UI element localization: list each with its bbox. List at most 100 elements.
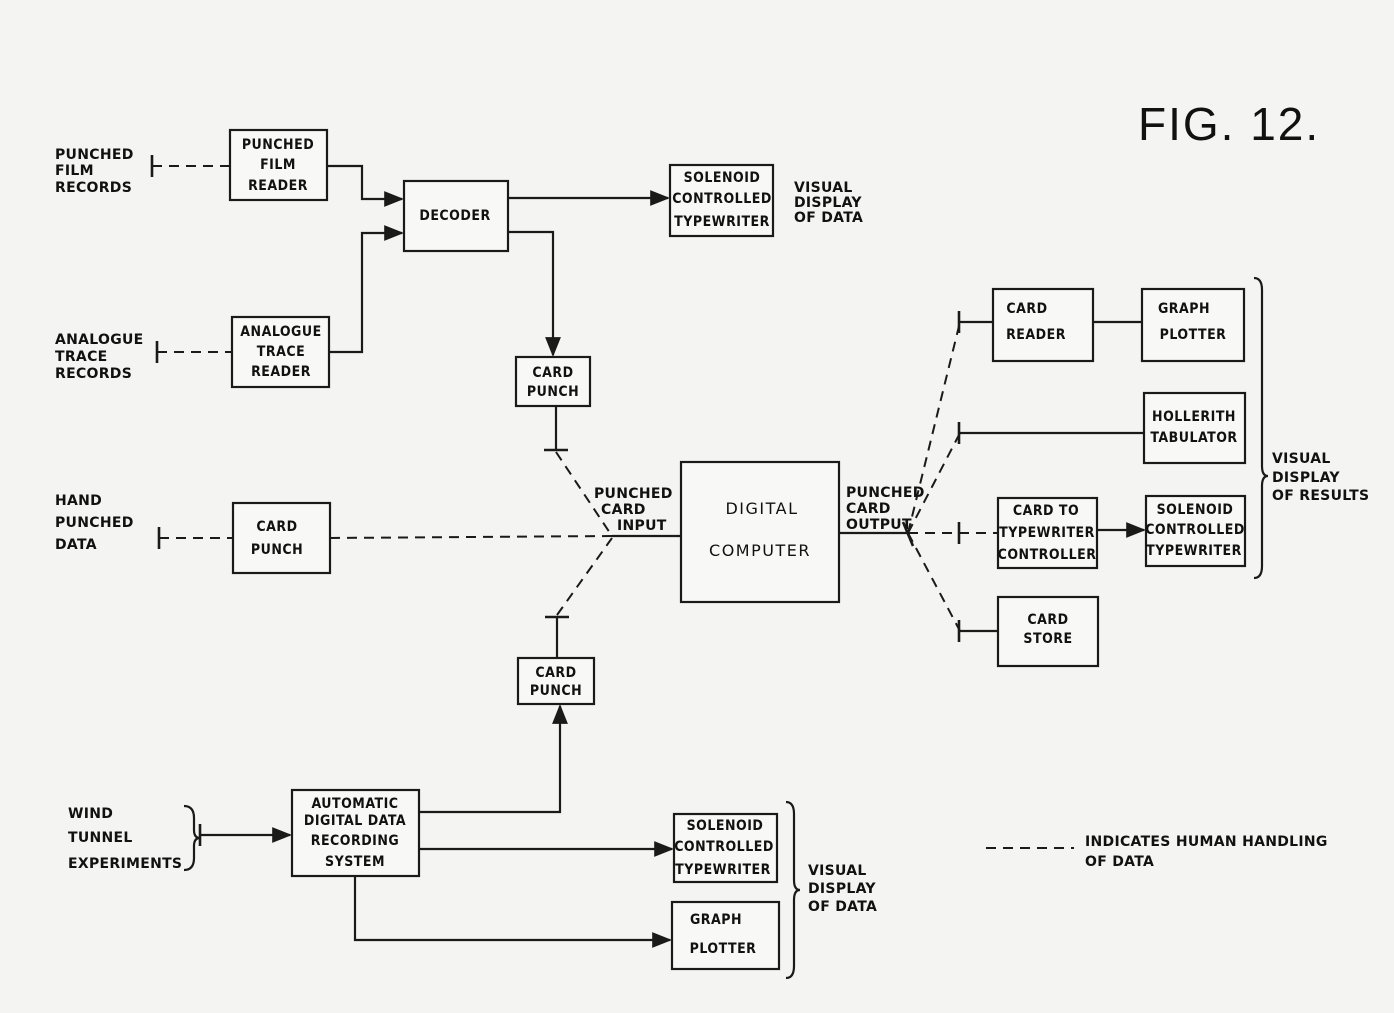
svg-text:PUNCHED: PUNCHED bbox=[242, 137, 314, 153]
svg-text:CONTROLLED: CONTROLLED bbox=[1145, 522, 1245, 538]
svg-text:RECORDS: RECORDS bbox=[55, 366, 132, 382]
solenoid-typewriter-bottom-box: SOLENOID CONTROLLED TYPEWRITER bbox=[672, 812, 779, 884]
visual-display-bottom-brace bbox=[785, 800, 801, 980]
svg-text:DISPLAY: DISPLAY bbox=[794, 195, 862, 211]
card-punch-hand-box: CARD PUNCH bbox=[231, 501, 332, 575]
svg-text:PUNCHED: PUNCHED bbox=[594, 486, 673, 502]
svg-text:SOLENOID: SOLENOID bbox=[1157, 502, 1234, 518]
svg-text:TABULATOR: TABULATOR bbox=[1150, 430, 1237, 446]
dashed-output-to-card-reader bbox=[907, 321, 961, 534]
svg-text:CONTROLLER: CONTROLLER bbox=[998, 547, 1097, 563]
automatic-recording-system-box: AUTOMATIC DIGITAL DATA RECORDING SYSTEM bbox=[290, 788, 421, 878]
visual-display-bottom-label: VISUAL DISPLAY OF DATA bbox=[808, 863, 877, 915]
svg-text:DISPLAY: DISPLAY bbox=[808, 881, 876, 897]
svg-text:GRAPH: GRAPH bbox=[1158, 301, 1210, 317]
svg-text:CARD: CARD bbox=[532, 365, 573, 381]
decoder-to-card-punch bbox=[508, 230, 561, 357]
svg-text:CARD: CARD bbox=[1006, 301, 1047, 317]
digital-computer-box: DIGITAL COMPUTER bbox=[679, 460, 841, 604]
decoder-box: DECODER bbox=[402, 179, 510, 253]
svg-text:CARD: CARD bbox=[535, 665, 576, 681]
solenoid-typewriter-top-box: SOLENOID CONTROLLED TYPEWRITER bbox=[668, 163, 775, 238]
svg-text:AUTOMATIC: AUTOMATIC bbox=[311, 796, 398, 812]
svg-text:PLOTTER: PLOTTER bbox=[690, 941, 757, 957]
solenoid-typewriter-right-box: SOLENOID CONTROLLED TYPEWRITER bbox=[1144, 494, 1247, 568]
svg-text:DIGITAL DATA: DIGITAL DATA bbox=[304, 813, 406, 829]
svg-text:RECORDS: RECORDS bbox=[55, 180, 132, 196]
dashed-hand-punch-to-input bbox=[329, 535, 613, 539]
svg-text:FILM: FILM bbox=[55, 163, 94, 179]
legend-text-line-1: INDICATES HUMAN HANDLING bbox=[1085, 834, 1328, 850]
svg-text:READER: READER bbox=[1006, 327, 1066, 343]
graph-plotter-right-box: GRAPH PLOTTER bbox=[1140, 287, 1246, 363]
svg-text:SOLENOID: SOLENOID bbox=[684, 170, 761, 186]
svg-text:HOLLERITH: HOLLERITH bbox=[1152, 409, 1236, 425]
punched-film-records-label: PUNCHED FILM RECORDS bbox=[55, 147, 134, 196]
punched-card-input-label: PUNCHED CARD INPUT bbox=[594, 486, 673, 534]
svg-text:DECODER: DECODER bbox=[419, 208, 490, 224]
recording-to-plotter bbox=[353, 876, 672, 948]
punched-film-reader-box: PUNCHED FILM READER bbox=[228, 128, 329, 202]
card-store-box: CARD STORE bbox=[996, 595, 1100, 668]
svg-text:CONTROLLED: CONTROLLED bbox=[674, 839, 774, 855]
svg-text:HAND: HAND bbox=[55, 493, 102, 509]
card-to-typewriter-controller-box: CARD TO TYPEWRITER CONTROLLER bbox=[996, 496, 1099, 570]
dashed-lower-punch-to-input bbox=[556, 537, 613, 616]
svg-text:CARD: CARD bbox=[846, 501, 891, 517]
dashed-output-to-tabulator bbox=[907, 432, 961, 534]
svg-text:PUNCH: PUNCH bbox=[530, 683, 582, 699]
svg-text:OF DATA: OF DATA bbox=[794, 210, 863, 226]
svg-text:OUTPUT: OUTPUT bbox=[846, 517, 912, 533]
svg-text:CARD: CARD bbox=[1027, 612, 1068, 628]
svg-text:TYPEWRITER: TYPEWRITER bbox=[999, 525, 1095, 541]
card-punch-lower-box: CARD PUNCH bbox=[516, 656, 596, 706]
film-reader-to-decoder bbox=[327, 164, 404, 207]
analogue-reader-to-decoder bbox=[329, 225, 404, 354]
svg-text:CONTROLLED: CONTROLLED bbox=[672, 191, 772, 207]
wind-tunnel-experiments-label: WIND TUNNEL EXPERIMENTS bbox=[68, 806, 182, 872]
legend: INDICATES HUMAN HANDLING OF DATA bbox=[986, 834, 1328, 870]
svg-text:VISUAL: VISUAL bbox=[808, 863, 867, 879]
svg-text:ANALOGUE: ANALOGUE bbox=[55, 332, 144, 348]
recording-to-card-punch bbox=[419, 704, 568, 814]
dashed-output-to-card-store bbox=[907, 532, 961, 632]
svg-text:READER: READER bbox=[251, 364, 311, 380]
graph-plotter-bottom-box: GRAPH PLOTTER bbox=[670, 900, 781, 971]
wind-tunnel-brace bbox=[183, 804, 201, 872]
svg-text:VISUAL: VISUAL bbox=[1272, 451, 1331, 467]
svg-text:FILM: FILM bbox=[260, 157, 296, 173]
svg-text:TYPEWRITER: TYPEWRITER bbox=[1146, 543, 1242, 559]
legend-text-line-2: OF DATA bbox=[1085, 854, 1154, 870]
svg-text:DIGITAL: DIGITAL bbox=[725, 499, 798, 518]
svg-text:PUNCH: PUNCH bbox=[251, 542, 303, 558]
svg-text:CARD TO: CARD TO bbox=[1013, 503, 1079, 519]
svg-text:GRAPH: GRAPH bbox=[690, 912, 742, 928]
card-punch-upper-box: CARD PUNCH bbox=[514, 355, 592, 408]
svg-text:TRACE: TRACE bbox=[55, 349, 108, 365]
svg-text:PUNCHED: PUNCHED bbox=[846, 485, 925, 501]
svg-text:DATA: DATA bbox=[55, 537, 97, 553]
svg-text:TRACE: TRACE bbox=[257, 344, 305, 360]
svg-text:TYPEWRITER: TYPEWRITER bbox=[674, 214, 770, 230]
analogue-trace-records-label: ANALOGUE TRACE RECORDS bbox=[55, 332, 144, 382]
svg-text:OF DATA: OF DATA bbox=[808, 899, 877, 915]
svg-text:DISPLAY: DISPLAY bbox=[1272, 470, 1340, 486]
visual-display-results-label: VISUAL DISPLAY OF RESULTS bbox=[1272, 451, 1369, 504]
svg-text:SOLENOID: SOLENOID bbox=[687, 818, 764, 834]
svg-text:PUNCHED: PUNCHED bbox=[55, 147, 134, 163]
svg-text:TUNNEL: TUNNEL bbox=[68, 830, 133, 846]
svg-text:PUNCHED: PUNCHED bbox=[55, 515, 134, 531]
visual-display-results-brace bbox=[1253, 276, 1269, 580]
figure-title: FIG. 12. bbox=[1138, 98, 1320, 150]
svg-text:CARD: CARD bbox=[256, 519, 297, 535]
svg-text:COMPUTER: COMPUTER bbox=[709, 541, 811, 560]
svg-text:EXPERIMENTS: EXPERIMENTS bbox=[68, 856, 182, 872]
svg-text:READER: READER bbox=[248, 178, 308, 194]
svg-text:SYSTEM: SYSTEM bbox=[325, 854, 385, 870]
svg-text:RECORDING: RECORDING bbox=[311, 833, 399, 849]
svg-text:PUNCH: PUNCH bbox=[527, 384, 579, 400]
svg-text:STORE: STORE bbox=[1023, 631, 1072, 647]
svg-text:CARD: CARD bbox=[601, 502, 646, 518]
hand-punched-data-label: HAND PUNCHED DATA bbox=[55, 493, 134, 553]
